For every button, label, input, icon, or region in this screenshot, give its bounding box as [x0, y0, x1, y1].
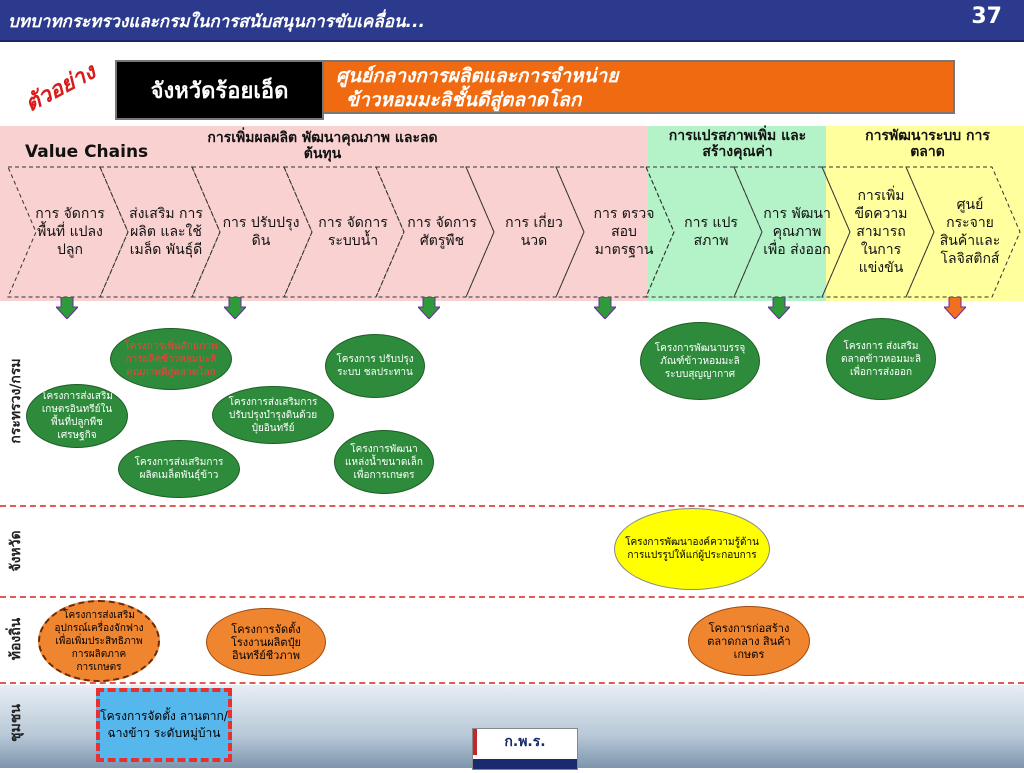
- production-band: [0, 126, 648, 301]
- logo-red-bar: [473, 729, 477, 755]
- row-divider: [0, 596, 1024, 598]
- page-number: 37: [971, 4, 1002, 29]
- province-box: จังหวัดร้อยเอ็ด: [115, 60, 324, 120]
- project-ellipse: โครงการส่งเสริมการผลิตเมล็ดพันธุ์ข้าว: [118, 440, 240, 498]
- center-title-line1: ศูนย์กลางการผลิตและการจำหน่าย: [336, 65, 619, 87]
- project-ellipse: โครงการ ปรับปรุงระบบ ชลประทาน: [325, 334, 425, 398]
- center-title-box: ศูนย์กลางการผลิตและการจำหน่าย ข้าวหอมมะล…: [322, 60, 955, 114]
- chain-step-8: การ แปรสภาพ: [684, 215, 738, 249]
- logo-strip: [473, 759, 577, 769]
- project-ellipse: โครงการเพิ่มศักยภาพการผลิตข้าวหอมมะลิคุณ…: [110, 328, 232, 390]
- down-arrow-icon: [594, 297, 616, 319]
- logo-text: ก.พ.ร.: [504, 734, 546, 750]
- production-header: การเพิ่มผลผลิต พัฒนาคุณภาพ และลดต้นทุน: [207, 130, 438, 162]
- chain-step-5: การ จัดการ ศัตรูพืช: [407, 215, 477, 249]
- value-chains-label: Value Chains: [25, 142, 149, 162]
- market-band: [826, 126, 1024, 301]
- down-arrow-icon: [418, 297, 440, 319]
- row-label-ministry: กระทรวง/กรม: [8, 358, 24, 444]
- down-arrow-icon: [224, 297, 246, 319]
- chain-step-10: การเพิ่ม ขีดความ สามารถ ในการ แข่งขัน: [854, 188, 908, 276]
- chain-step-11: ศูนย์ กระจาย สินค้าและ โลจิสติกส์: [939, 197, 1001, 267]
- project-ellipse: โครงการก่อสร้าง ตลาดกลาง สินค้าเกษตร: [688, 606, 810, 676]
- row-label-province: จังหวัด: [8, 530, 24, 572]
- project-ellipse: โครงการจัดตั้งโรงงานผลิตปุ๋ยอินทรีย์ชีวภ…: [206, 608, 326, 676]
- chevron-5: [375, 166, 495, 298]
- title-bar: บทบาทกระทรวงและกรมในการสนับสนุนการขับเคล…: [0, 0, 1024, 42]
- project-ellipse: โครงการพัฒนาแหล่งน้ำขนาดเล็กเพื่อการเกษต…: [334, 430, 434, 494]
- community-project-box: โครงการจัดตั้ง ลานตาก/ฉางข้าว ระดับหมู่บ…: [96, 688, 232, 762]
- row-divider: [0, 682, 1024, 684]
- chain-step-7: การ ตรวจสอบ มาตรฐาน: [593, 206, 655, 258]
- chevron-11: [905, 166, 1021, 298]
- project-ellipse: โครงการพัฒนาองค์ความรู้ด้านการแปรรูปให้แ…: [614, 508, 770, 590]
- row-divider: [0, 505, 1024, 507]
- down-arrow-icon: [768, 297, 790, 319]
- down-arrow-icon: [944, 297, 966, 319]
- chain-step-9: การ พัฒนา คุณภาพ เพื่อ ส่งออก: [763, 206, 831, 258]
- row-label-community-overlay: ชุมชน: [8, 704, 24, 742]
- project-ellipse: โครงการ ส่งเสริมตลาดข้าวหอมมะลิเพื่อการส…: [826, 318, 936, 400]
- opdc-logo: ก.พ.ร.: [472, 728, 578, 770]
- chevron-6: [465, 166, 585, 298]
- example-label: ตัวอย่าง: [21, 59, 100, 118]
- chain-step-4: การ จัดการ ระบบน้ำ: [318, 215, 388, 249]
- processing-band: [648, 126, 826, 301]
- chain-step-3: การ ปรับปรุง ดิน: [222, 215, 300, 249]
- project-ellipse: โครงการพัฒนาบรรจุภัณฑ์ข้าวหอมมะลิระบบสุญ…: [640, 322, 760, 400]
- chain-step-6: การ เกี่ยวนวด: [505, 215, 563, 249]
- processing-header: การแปรสภาพเพิ่ม และสร้างคุณค่า: [668, 128, 807, 160]
- chain-step-1: การ จัดการ พื้นที่ แปลงปลูก: [35, 206, 105, 258]
- project-ellipse: โครงการส่งเสริมเกษตรอินทรีย์ในพื้นที่ปลู…: [26, 384, 128, 448]
- down-arrow-icon: [56, 297, 78, 319]
- slide-title: บทบาทกระทรวงและกรมในการสนับสนุนการขับเคล…: [8, 12, 425, 32]
- chain-step-2: ส่งเสริม การผลิต และใช้ เมล็ด พันธุ์ดี: [129, 206, 203, 258]
- center-title-line2: ข้าวหอมมะลิชั้นดีสู่ตลาดโลก: [346, 89, 582, 111]
- value-chain-chevrons: [7, 166, 1021, 298]
- market-header: การพัฒนาระบบ การตลาด: [865, 128, 990, 160]
- project-ellipse: โครงการส่งเสริมการปรับปรุงบำรุงดินด้วยปุ…: [212, 386, 334, 444]
- project-ellipse: โครงการส่งเสริมอุปกรณ์เครื่องจักฟางเพื่อ…: [38, 600, 160, 682]
